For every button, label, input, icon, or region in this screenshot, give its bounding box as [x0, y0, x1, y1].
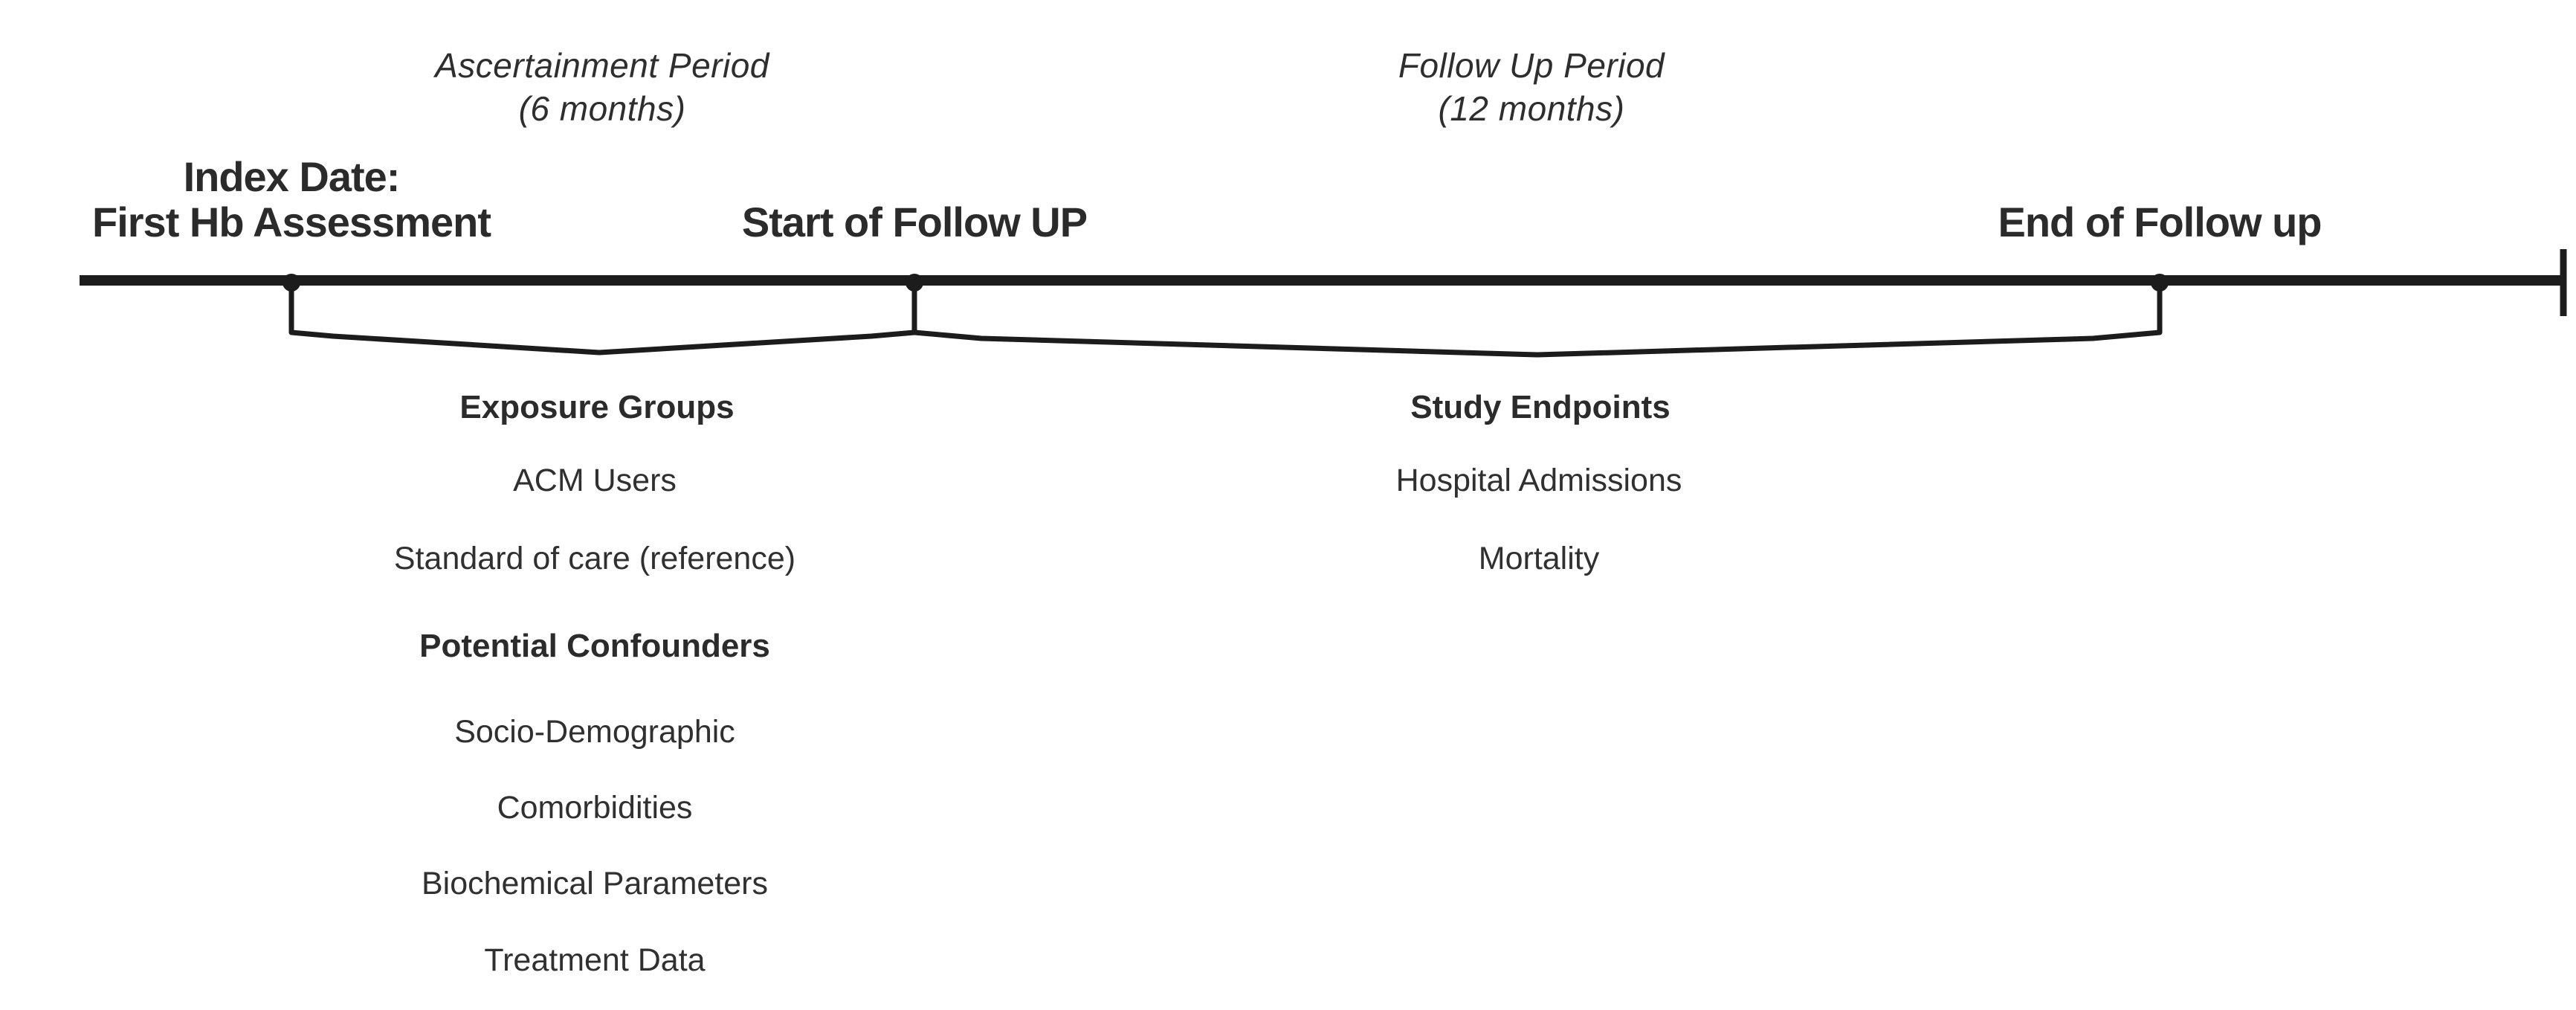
endpoints-heading: Study Endpoints — [1410, 389, 1670, 425]
index-date-line2: First Hb Assessment — [92, 199, 491, 245]
endpoint-item-hospital-admissions: Hospital Admissions — [1395, 463, 1682, 498]
confounder-item-socio-demographic: Socio-Demographic — [454, 714, 735, 750]
endpoints-bracket — [911, 329, 2163, 358]
ascertainment-period-label: Ascertainment Period (6 months) — [435, 44, 769, 130]
followup-period-duration: (12 months) — [1438, 89, 1625, 128]
exposure-heading: Exposure Groups — [459, 389, 735, 425]
followup-start-dot — [906, 274, 923, 292]
followup-period-label: Follow Up Period (12 months) — [1398, 44, 1665, 130]
exposure-item-acm-users: ACM Users — [513, 463, 677, 498]
start-followup-label: Start of Follow UP — [741, 199, 1088, 245]
confounder-item-biochemical-parameters: Biochemical Parameters — [421, 866, 769, 901]
followup-end-dot — [2151, 274, 2169, 292]
exposure-item-standard-of-care: Standard of care (reference) — [393, 541, 796, 576]
confounder-item-treatment-data: Treatment Data — [484, 942, 706, 978]
confounders-heading: Potential Confounders — [419, 628, 770, 664]
followup-period-title: Follow Up Period — [1398, 46, 1665, 85]
index-date-dot — [283, 274, 300, 292]
ascertainment-period-duration: (6 months) — [518, 89, 686, 128]
ascertainment-period-title: Ascertainment Period — [435, 46, 769, 85]
endpoint-item-mortality: Mortality — [1478, 541, 1600, 576]
index-date-line1: Index Date: — [183, 153, 401, 200]
end-followup-label: End of Follow up — [1998, 199, 2322, 245]
index-date-label: Index Date: First Hb Assessment — [92, 154, 491, 245]
exposure-bracket — [288, 329, 917, 356]
confounder-item-comorbidities: Comorbidities — [497, 790, 693, 826]
